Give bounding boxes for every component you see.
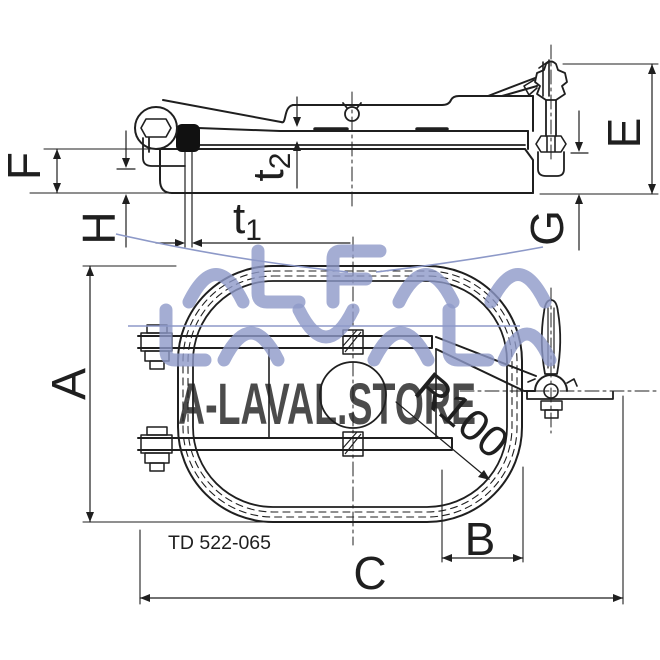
watermark: A-LAVAL.STORE (115, 233, 557, 437)
watermark-alfa-wave (182, 244, 552, 309)
dim-a-extensions (82, 265, 301, 523)
dim-c-extensions (139, 395, 624, 605)
leader-curve-right (375, 246, 544, 273)
side-elevation-view (134, 44, 568, 248)
yoke-clevis (538, 59, 550, 97)
dim-b-extensions (441, 466, 524, 563)
dim-r100-arrow (478, 470, 490, 480)
dim-g-line (570, 110, 589, 251)
yoke-arm-bottom (501, 85, 538, 97)
dim-label-h: H (73, 211, 125, 244)
yoke-arm-top (487, 77, 536, 97)
watermark-laval-wave (159, 303, 557, 367)
dim-t2-arrows (293, 117, 301, 151)
swing-bolt-hex-nut (535, 135, 567, 153)
clamp-bracket-side (537, 151, 565, 177)
frame-right-edge (524, 148, 534, 194)
dim-t1-arrows (175, 239, 202, 247)
frame-left-edge (159, 148, 173, 194)
gasket-dashed-outline-1 (182, 270, 518, 518)
plan-view-dimensions (82, 265, 624, 605)
lever-arm-top-edge (162, 99, 282, 123)
dim-label-t1: t1 (233, 194, 262, 247)
lever-arm-step (280, 104, 294, 124)
side-view-dimensions (29, 63, 659, 251)
plate-top-line (197, 127, 529, 132)
dim-label-c: C (353, 547, 386, 599)
center-panel-edges (268, 348, 437, 438)
wing-nut-side (534, 60, 568, 101)
dim-h-arrows (122, 158, 130, 204)
leader-curve-left (115, 233, 349, 273)
dim-b-arrows (442, 554, 523, 562)
pivot-hex-nut (140, 118, 172, 138)
dim-label-g: G (521, 210, 573, 246)
dim-e-extensions (539, 63, 659, 195)
door-outer-outline (177, 265, 523, 523)
dim-f-extensions (29, 148, 173, 194)
circlip-ears (342, 102, 362, 109)
hinge-bracket (142, 137, 186, 167)
dim-label-e: E (598, 118, 650, 149)
dim-label-b: B (465, 513, 496, 565)
swing-bolt-shaft-side (545, 99, 557, 137)
dim-g-arrows (575, 142, 583, 204)
watermark-store-text: A-LAVAL.STORE (178, 372, 476, 437)
dim-label-a: A (43, 368, 96, 400)
clamp-bracket-plan (526, 390, 614, 400)
dim-label-t2: t2 (244, 153, 297, 182)
dim-label-f: F (0, 152, 50, 180)
lower-left-bolt (140, 426, 173, 472)
pivot-lug-steps (527, 378, 578, 387)
bridge-top-line (292, 95, 534, 106)
drawing-code-label: TD 522-065 (168, 532, 271, 554)
dim-f-arrows (53, 149, 61, 193)
yoke-hook (523, 79, 538, 96)
dim-r100-leader (395, 401, 487, 478)
gasket-seal-block (176, 124, 200, 152)
